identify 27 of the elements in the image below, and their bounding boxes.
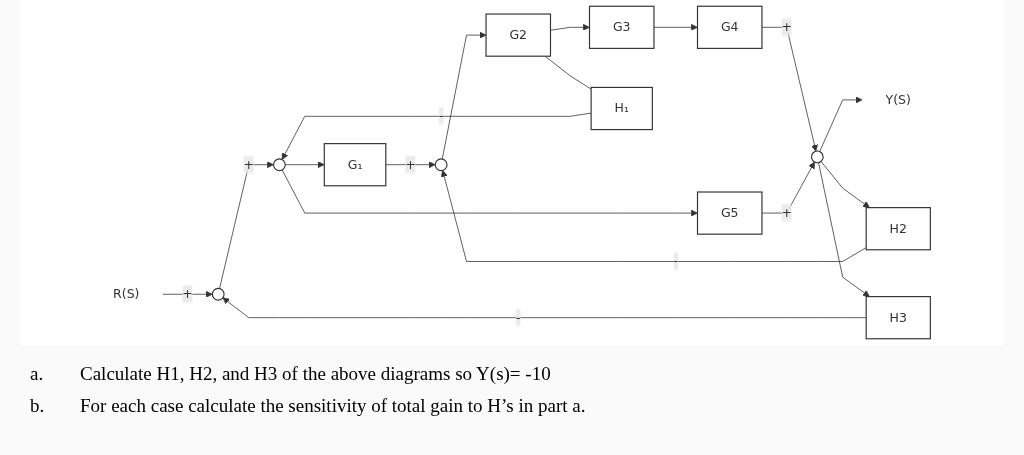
node-circle — [211, 287, 225, 301]
node-text: Y(S) — [885, 92, 911, 107]
item-marker: b. — [30, 395, 46, 417]
edge-label: - — [438, 108, 444, 124]
connector — [544, 55, 592, 90]
node-text: R(S) — [113, 286, 140, 302]
node-circle — [810, 150, 824, 164]
edge-label: - — [516, 309, 521, 325]
edge-label: + — [781, 205, 792, 221]
node-box: G3 — [588, 5, 655, 49]
node-box: G2 — [485, 13, 552, 57]
node-circle — [434, 158, 448, 172]
question-text: Calculate H1, H2, and H3 of the above diagrams so Y(s)= -10 — [80, 363, 551, 385]
edge-label: + — [182, 286, 193, 302]
node-box: H₁ — [590, 86, 653, 131]
node-box: H3 — [865, 296, 931, 340]
edge-label: + — [405, 156, 416, 172]
node-box: G₁ — [323, 143, 387, 187]
node-circle — [272, 158, 286, 172]
question-text: For each case calculate the sensitivity of total gain to H’s in part a. — [80, 395, 586, 417]
node-box: H2 — [865, 207, 931, 251]
edge-label: - — [673, 253, 678, 269]
item-marker: a. — [30, 363, 45, 385]
edge-label: + — [781, 19, 792, 35]
node-box: G5 — [696, 191, 763, 235]
edge-label: + — [243, 156, 255, 172]
node-box: G4 — [696, 5, 763, 49]
